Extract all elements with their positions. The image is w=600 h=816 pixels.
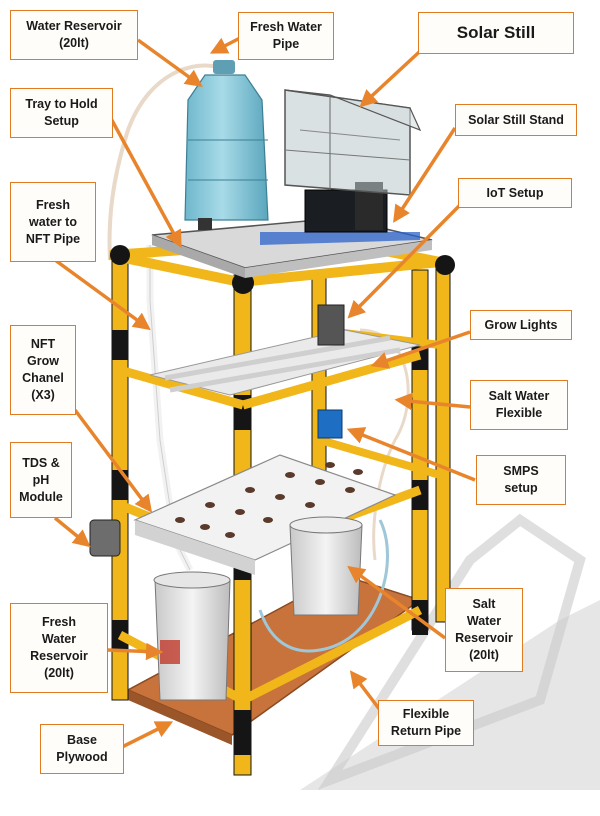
rear-post-right <box>435 261 451 623</box>
smps-box <box>317 409 343 439</box>
label-solar-still: Solar Still <box>418 12 574 54</box>
solar-still <box>284 89 422 196</box>
label-base-plywood: Base Plywood <box>40 724 124 774</box>
tds-ph-module <box>89 519 121 557</box>
return-pipe <box>258 519 389 653</box>
label-fresh-water-pipe: Fresh Water Pipe <box>238 12 334 60</box>
label-water-reservoir: Water Reservoir (20lt) <box>10 10 138 60</box>
label-salt-water-flexible: Salt Water Flexible <box>470 380 568 430</box>
label-smps: SMPS setup <box>476 455 566 505</box>
fresh-water-reservoir-bucket <box>153 571 231 701</box>
label-tray: Tray to Hold Setup <box>10 88 113 138</box>
label-salt-reservoir: Salt Water Reservoir (20lt) <box>445 588 523 672</box>
salt-water-reservoir-bucket <box>289 516 363 616</box>
nft-channels <box>133 454 397 575</box>
label-fresh-reservoir: Fresh Water Reservoir (20lt) <box>10 603 108 693</box>
floor-shadow <box>300 600 600 790</box>
label-fresh-to-nft: Fresh water to NFT Pipe <box>10 182 96 262</box>
iot-box <box>317 304 345 346</box>
label-grow-lights: Grow Lights <box>470 310 572 340</box>
label-solar-still-stand: Solar Still Stand <box>455 104 577 136</box>
label-nft-channel: NFT Grow Chanel (X3) <box>10 325 76 415</box>
base-plywood-edge <box>128 690 232 745</box>
annotation-arrows <box>53 36 476 754</box>
fresh-water-pipe <box>107 63 233 261</box>
grow-lights <box>149 329 421 396</box>
water-reservoir-bottle <box>184 60 269 230</box>
label-tds-ph: TDS & pH Module <box>10 442 72 518</box>
label-return-pipe: Flexible Return Pipe <box>378 700 474 746</box>
label-iot-setup: IoT Setup <box>458 178 572 208</box>
